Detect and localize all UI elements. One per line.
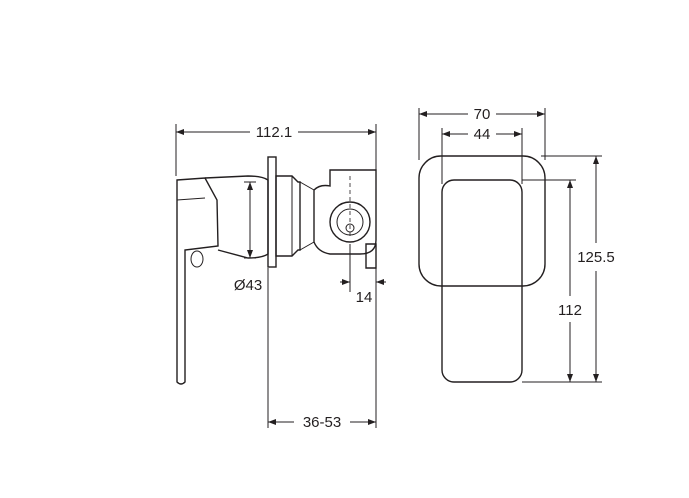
wall-plate	[267, 156, 277, 268]
dim-outlet-width: 14	[356, 289, 373, 306]
cartridge-housing	[313, 169, 377, 255]
dim-lever-height: 112	[558, 302, 582, 319]
handle-neck	[204, 175, 269, 259]
dim-lever-width: 44	[474, 126, 491, 143]
side-view: 112.1 Ø43 14 36-53	[175, 124, 386, 431]
dim-plate-height: 125.5	[577, 249, 615, 266]
lever-pivot	[190, 250, 204, 268]
dim-plate-width: 70	[474, 106, 491, 123]
dim-wall-depth-range: 36-53	[303, 414, 341, 431]
dim-overall-length: 112.1	[256, 124, 292, 141]
front-lever	[441, 179, 523, 383]
lever-handle	[176, 177, 219, 385]
outlet-port-outer	[329, 201, 371, 243]
front-view: 70 44 125.5 112	[418, 106, 615, 383]
dim-body-diameter: Ø43	[234, 277, 262, 294]
cover-plate	[418, 155, 546, 287]
valve-body	[275, 175, 301, 257]
